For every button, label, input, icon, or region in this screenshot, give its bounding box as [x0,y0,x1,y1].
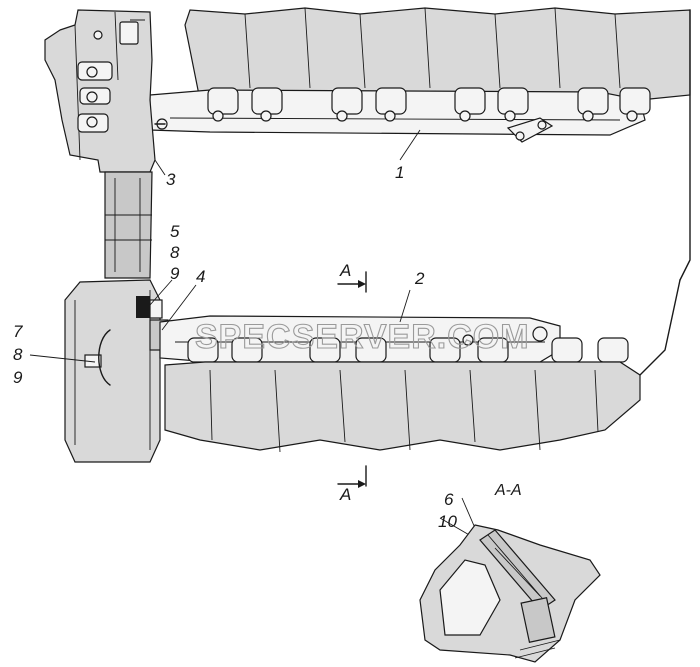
callout-8-left: 8 [13,345,23,364]
callout-5: 5 [170,222,180,241]
callout-2: 2 [414,269,425,288]
section-mark-top: A [339,261,351,280]
exhaust-manifold-1 [149,87,651,143]
exhaust-manifold-2 [159,315,629,363]
callout-9-top: 9 [170,264,180,283]
vertical-pipe [104,171,153,279]
section-detail [419,524,601,663]
callout-9-left: 9 [13,368,23,387]
section-line [337,271,367,488]
manifold-1-bolts [207,87,651,143]
engine-block-upper [184,7,691,281]
lower-housing [64,279,169,463]
section-title: A-A [494,482,522,499]
callout-1: 1 [395,163,404,182]
callout-8-top: 8 [170,243,180,262]
turbocharger-housing [44,9,168,173]
section-mark-bottom: A [339,485,351,504]
callout-3: 3 [166,170,176,189]
watermark-text: SPECSERVER.COM [195,318,530,356]
callout-10: 10 [438,512,457,531]
callout-4: 4 [196,267,205,286]
engine-block-lower [164,279,681,453]
callout-7: 7 [13,322,23,341]
callout-6: 6 [444,490,454,509]
